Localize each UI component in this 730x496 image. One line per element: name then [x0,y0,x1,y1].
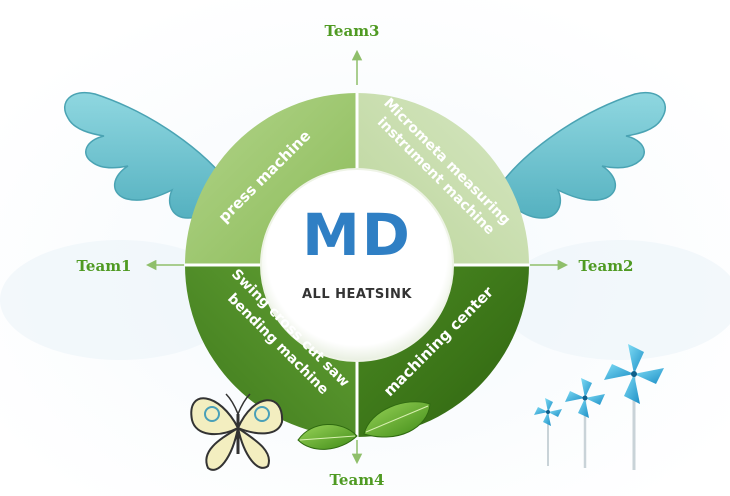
wing-icon-left [64,91,233,219]
pinwheel-icon-medium [565,378,605,468]
quadrant-bottom-right [357,265,529,437]
logo: MD ALL HEATSINK [302,201,412,302]
quadrant-top-left [185,93,357,265]
butterfly-icon [190,393,284,471]
leaf-icon-right [363,401,431,438]
team-label-right: Team2 [578,257,633,275]
logo-sub-text: ALL HEATSINK [302,287,412,302]
quadrant-bottom-left [185,265,357,437]
wing-icon-right [497,91,666,219]
cloud-left [0,240,240,360]
logo-main-text: MD [302,201,412,269]
axis-arrows [145,49,569,465]
pinwheel-icon-small [534,398,562,466]
team-label-top: Team3 [324,22,379,40]
team-label-left: Team1 [76,257,131,275]
team-label-bottom: Team4 [329,471,384,489]
cloud-right [500,240,730,360]
leaf-icon-left [297,423,358,450]
pinwheel-icon-large [604,344,664,470]
ring [185,93,529,437]
inner-circle [260,168,454,362]
quadrant-top-right [357,93,529,265]
